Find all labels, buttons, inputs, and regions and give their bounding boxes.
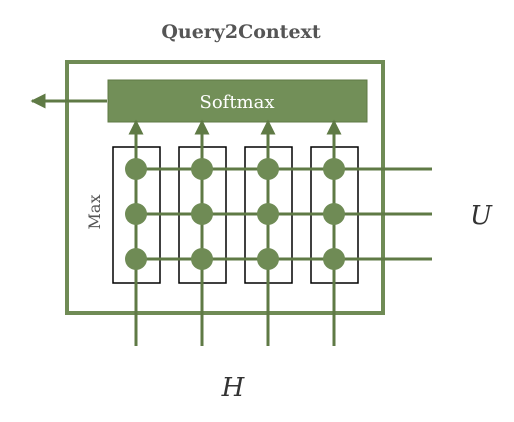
h-label: H (221, 373, 246, 403)
max-label: Max (85, 195, 104, 230)
node (125, 248, 147, 270)
query2context-frame (65, 60, 385, 315)
node (191, 158, 213, 180)
node (257, 203, 279, 225)
node (323, 248, 345, 270)
u-label: U (470, 201, 493, 231)
similarity-nodes (125, 158, 345, 270)
diagram-title: Query2Context (161, 21, 321, 43)
softmax-box (107, 79, 368, 123)
node (323, 158, 345, 180)
softmax-label: Softmax (199, 92, 274, 113)
node (125, 158, 147, 180)
u-lines (136, 167, 432, 261)
node (191, 203, 213, 225)
node (257, 158, 279, 180)
node (257, 248, 279, 270)
node (125, 203, 147, 225)
node (191, 248, 213, 270)
node (323, 203, 345, 225)
